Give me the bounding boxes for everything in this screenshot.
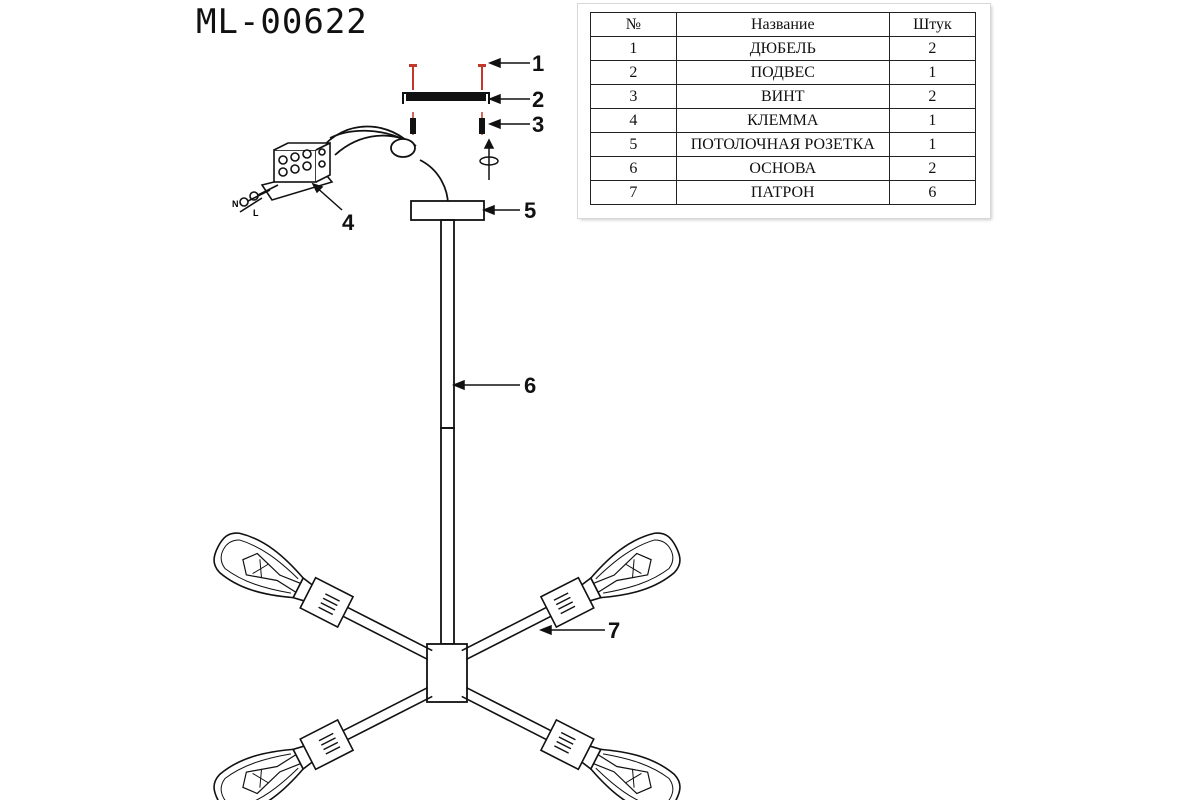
model-code: ML-00622 [196, 2, 368, 42]
row-number: 5 [590, 132, 677, 157]
row-qty: 1 [888, 132, 977, 157]
screw-left [410, 112, 416, 135]
terminal-label-l: L [253, 208, 259, 218]
table-row: 4 КЛЕММА 1 [590, 108, 977, 133]
callout-5: 5 [524, 198, 536, 223]
row-qty: 1 [888, 60, 977, 85]
ceiling-canopy [410, 200, 485, 221]
ceiling-bracket [402, 92, 490, 104]
lamp-arm-upper-left [206, 524, 442, 678]
row-name: ПОТОЛОЧНАЯ РОЗЕТКА [675, 132, 890, 157]
callout-3: 3 [532, 112, 544, 137]
callout-leaders [311, 57, 605, 636]
parts-table-panel: № Название Штук 1 ДЮБЕЛЬ 2 2 ПОДВЕС 1 3 … [578, 4, 990, 218]
terminal-label-n: N [232, 199, 239, 209]
power-wires [319, 125, 449, 206]
header-number: № [590, 12, 677, 37]
callout-2: 2 [532, 87, 544, 112]
rotation-arrow-icon [479, 138, 499, 180]
callout-1: 1 [532, 51, 544, 76]
table-row: 7 ПАТРОН 6 [590, 180, 977, 205]
table-row: 6 ОСНОВА 2 [590, 156, 977, 181]
row-qty: 6 [888, 180, 977, 205]
center-hub [426, 643, 468, 703]
dowel-left [409, 64, 417, 90]
parts-table: № Название Штук 1 ДЮБЕЛЬ 2 2 ПОДВЕС 1 3 … [590, 12, 977, 205]
table-row: 1 ДЮБЕЛЬ 2 [590, 36, 977, 61]
suspension-rods [440, 219, 455, 645]
lamp-arm-upper-right [452, 524, 688, 678]
screw-right [479, 112, 485, 135]
table-row: 5 ПОТОЛОЧНАЯ РОЗЕТКА 1 [590, 132, 977, 157]
row-name: ПАТРОН [675, 180, 890, 205]
terminal-block [239, 141, 334, 213]
row-number: 7 [590, 180, 677, 205]
callout-4: 4 [342, 210, 355, 235]
row-qty: 2 [888, 36, 977, 61]
row-number: 6 [590, 156, 677, 181]
dowel-right [478, 64, 486, 90]
header-qty: Штук [888, 12, 977, 37]
row-qty: 1 [888, 108, 977, 133]
lamp-arm-lower-right [452, 669, 688, 800]
row-name: КЛЕММА [675, 108, 890, 133]
callout-7: 7 [608, 618, 620, 643]
callout-6: 6 [524, 373, 536, 398]
lamp-arm-lower-left [206, 669, 442, 800]
row-number: 4 [590, 108, 677, 133]
